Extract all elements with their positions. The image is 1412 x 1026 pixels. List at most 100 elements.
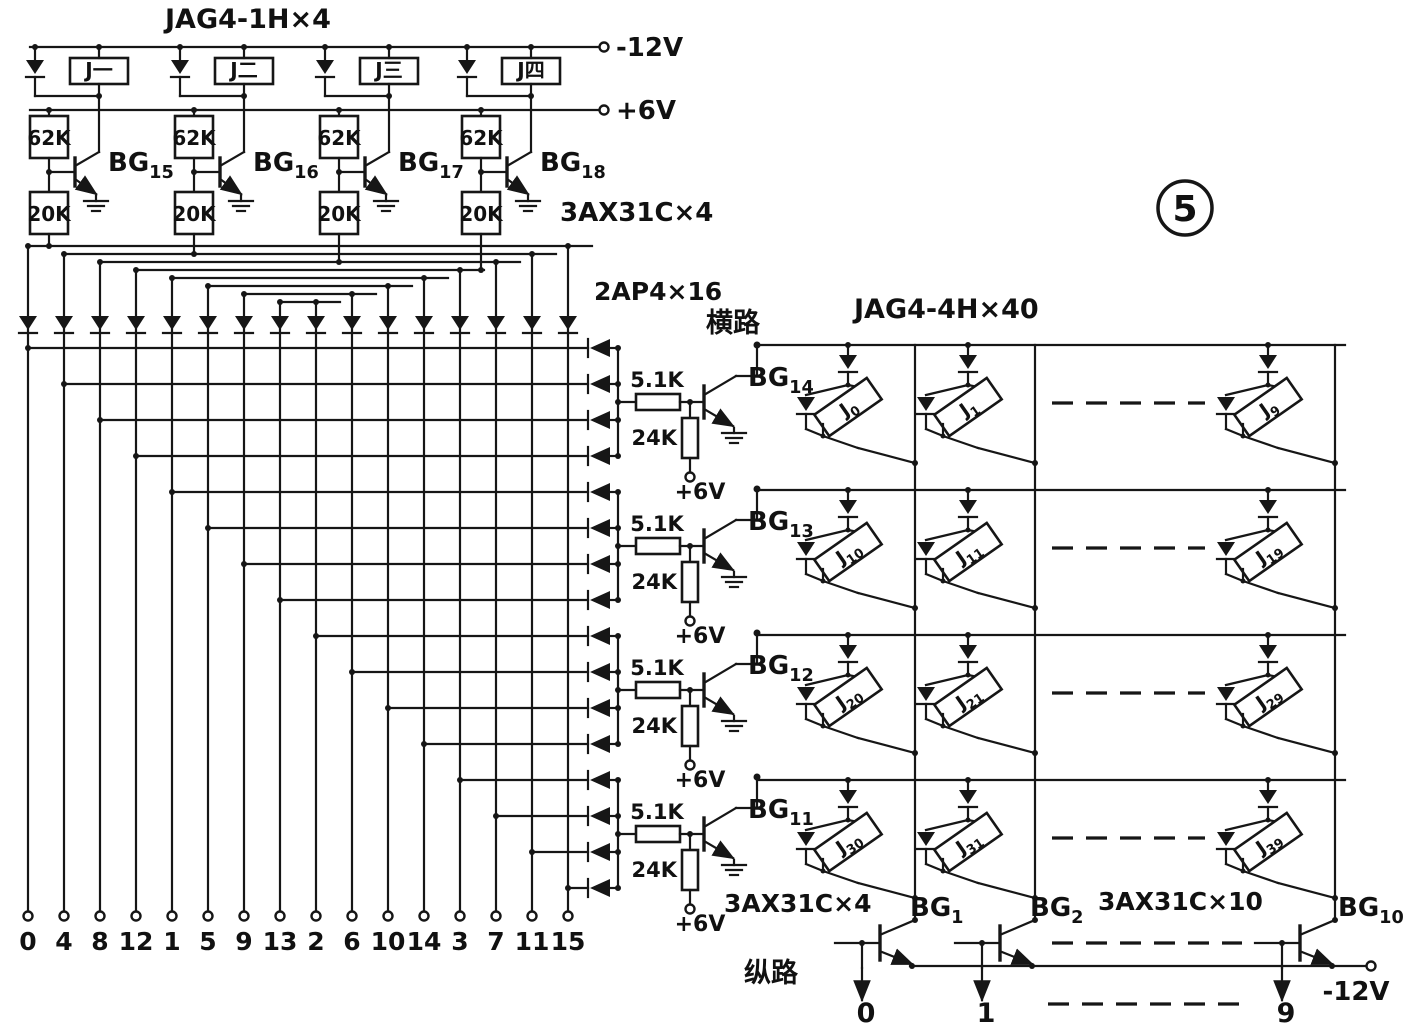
figure-number: 5 [1172, 189, 1197, 230]
resistor-value: 5.1K [630, 656, 684, 680]
transistor-type-label: 3AX31C×4 [560, 198, 713, 228]
transistor-label: BG12 [748, 651, 814, 686]
row-path-label: 横路 [706, 307, 761, 339]
relay-label: J四 [515, 58, 544, 82]
neg12v-terminal [598, 41, 610, 53]
supply-label: +6V [675, 480, 726, 505]
diode-icon [586, 481, 623, 503]
resistor-value: 62K [172, 126, 217, 150]
resistor-value: 24K [632, 570, 678, 594]
column-driver-transistor [835, 917, 918, 1000]
relay-matrix: 横路 JAG4-4H×40 J0 J1 J9 J10 J11 J19 J20 J… [706, 294, 1347, 922]
diode-icon [586, 769, 623, 791]
resistor-value: 20K [27, 202, 72, 226]
terminal-number: 2 [307, 927, 324, 956]
resistor-value: 20K [459, 202, 504, 226]
output-number: 1 [977, 998, 996, 1026]
resistor-value: 62K [27, 126, 72, 150]
transistor-label: BG2 [1030, 893, 1083, 928]
resistor-value: 24K [632, 858, 678, 882]
transistor-label: BG15 [108, 148, 174, 183]
diode-icon [586, 445, 623, 467]
terminal-number: 6 [343, 927, 360, 956]
transistor-type-label: 3AX31C×10 [1098, 887, 1263, 916]
diode-icon [586, 553, 623, 575]
resistor-value: 20K [317, 202, 362, 226]
resistor-value: 24K [632, 714, 678, 738]
transistor-label: BG14 [748, 363, 814, 398]
diode-icon [586, 589, 623, 611]
matrix-title: JAG4-4H×40 [852, 294, 1039, 325]
terminal-number: 8 [91, 927, 108, 956]
resistor-value: 24K [632, 426, 678, 450]
terminal-number: 1 [163, 927, 180, 956]
transistor-label: BG1 [910, 893, 963, 928]
top-relay-group-title: JAG4-1H×4 [163, 4, 331, 35]
diode-type-label: 2AP4×16 [594, 277, 722, 306]
terminal-number: 7 [487, 927, 504, 956]
transistor-label: BG18 [540, 148, 606, 183]
diode-icon [586, 409, 623, 431]
diode-icon [586, 337, 623, 359]
relay-label: J二 [228, 58, 257, 82]
resistor-value: 62K [317, 126, 362, 150]
supply-label: +6V [675, 768, 726, 793]
decode-columns: 0 4 8 12 1 5 9 13 2 6 10 14 3 7 11 15 [17, 243, 586, 956]
pos6v-terminal [598, 104, 610, 116]
top-relay-driver-cells: J一 J二 J三 J四 62K 62K 62K 62K 20K 20K 20K … [26, 44, 713, 273]
diode-icon [586, 805, 623, 827]
driver-transistor-cell [615, 486, 761, 626]
resistor-value: 20K [172, 202, 217, 226]
driver-transistor-cell [615, 630, 761, 770]
column-drivers: -12V BG1 BG2 BG10 0 1 9 纵路 3AX31C×10 [744, 887, 1404, 1026]
diode-icon [586, 517, 623, 539]
col-path-label: 纵路 [744, 957, 799, 989]
column-driver-transistor [955, 917, 1038, 1000]
transistor-label: BG16 [253, 148, 319, 183]
diode-icon [586, 841, 623, 863]
neg12v-bottom-label: -12V [1322, 977, 1389, 1007]
terminal-number: 4 [55, 927, 72, 956]
pos6v-label: +6V [616, 96, 676, 126]
relay-cell [915, 340, 1040, 468]
terminal-number: 10 [371, 927, 406, 956]
relay-cell [795, 340, 920, 468]
terminal-number: 0 [19, 927, 36, 956]
output-number: 0 [857, 998, 876, 1026]
relay-label: J一 [83, 58, 112, 82]
power-rails: -12V +6V [28, 33, 683, 126]
terminal-number: 13 [263, 927, 298, 956]
supply-label: +6V [675, 912, 726, 937]
row-drivers: 5.1K 24K +6V BG14 5.1K 24K +6V BG13 5.1K… [615, 342, 872, 937]
resistor-value: 5.1K [630, 368, 684, 392]
figure-number-badge: 5 [1156, 179, 1214, 237]
interconnect-mesh [26, 244, 594, 304]
terminal-number: 9 [235, 927, 252, 956]
transistor-label: BG17 [398, 148, 464, 183]
neg12v-label: -12V [616, 33, 683, 63]
transistor-label: BG13 [748, 507, 814, 542]
resistor-value: 5.1K [630, 512, 684, 536]
resistor-value: 5.1K [630, 800, 684, 824]
diode-icon [586, 697, 623, 719]
diode-icon [586, 373, 623, 395]
diode-icon [586, 661, 623, 683]
terminal-number: 14 [407, 927, 442, 956]
terminal-number: 11 [515, 927, 550, 956]
transistor-label: BG11 [748, 795, 814, 830]
diode-icon [586, 733, 623, 755]
terminal-number: 5 [199, 927, 216, 956]
transistor-label: BG10 [1338, 893, 1404, 928]
diode-stack: 2AP4×16 [25, 277, 722, 899]
neg12v-bottom-terminal [1365, 960, 1377, 972]
diode-icon [586, 877, 623, 899]
terminal-number: 15 [551, 927, 586, 956]
diode-icon [586, 625, 623, 647]
resistor-value: 62K [459, 126, 504, 150]
terminal-number: 12 [119, 927, 154, 956]
relay-cell [1215, 340, 1340, 468]
relay-label: J三 [373, 58, 402, 82]
supply-label: +6V [675, 624, 726, 649]
